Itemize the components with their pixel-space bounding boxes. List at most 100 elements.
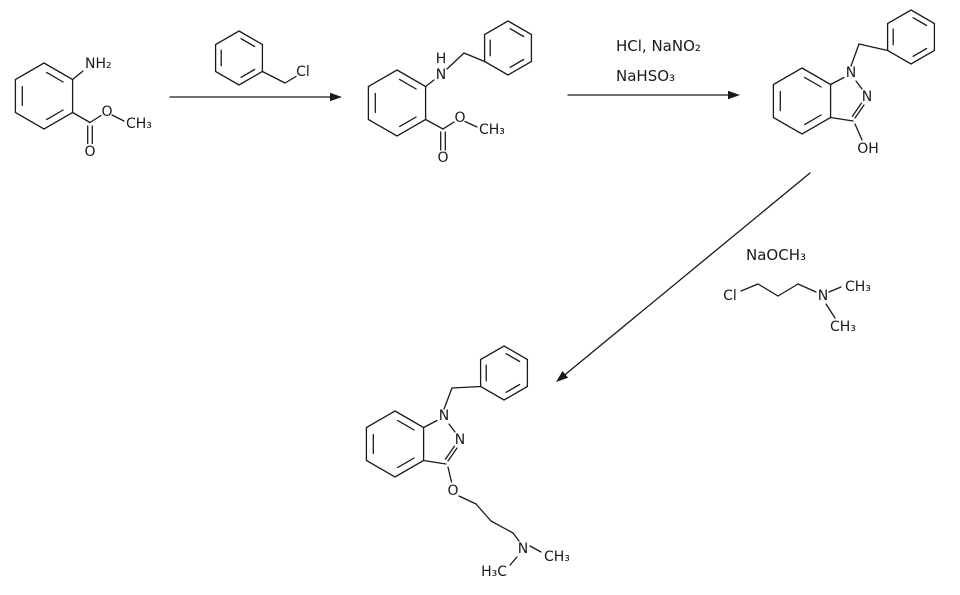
atom-label-n2: N	[862, 89, 872, 105]
benzene-ring-outline	[886, 9, 936, 65]
bond	[463, 52, 486, 63]
benzene-ring	[772, 67, 832, 135]
atom-label-n: N	[518, 541, 528, 557]
benzene-ring-outline	[479, 345, 529, 401]
atom-label-n: N	[436, 67, 446, 83]
atom-label-n1: N	[846, 65, 856, 81]
aromatic-double-bond	[240, 68, 256, 78]
structure-1-benzylindazol-3-ol: N N OH	[772, 9, 936, 157]
bond	[740, 283, 759, 292]
bond	[422, 459, 447, 465]
double-bond	[444, 445, 456, 460]
aromatic-double-bond	[505, 353, 521, 363]
step3-reagents: NaOCH₃ Cl N CH₃ CH₃	[723, 246, 871, 335]
arrowhead	[728, 90, 740, 100]
bond	[284, 75, 297, 84]
bond	[447, 466, 453, 483]
atom-label-o: O	[454, 110, 465, 126]
benzene-ring-outline	[772, 67, 832, 135]
bond	[828, 286, 842, 293]
atom-label-ch3: CH₃	[544, 549, 570, 565]
bond	[512, 532, 520, 542]
bond	[529, 545, 542, 553]
bond	[446, 52, 465, 70]
benzene-ring-outline	[367, 69, 427, 137]
reagent-text-nahso3: NaHSO₃	[616, 67, 675, 85]
bond	[424, 79, 435, 88]
atom-label-h: H	[436, 51, 447, 67]
bond	[71, 70, 84, 81]
benzene-ring	[14, 62, 74, 130]
reagent-text-hcl-nano2: HCl, NaNO₂	[616, 37, 701, 55]
atom-label-cl: Cl	[296, 64, 310, 80]
aromatic-double-bond	[396, 457, 415, 469]
reagent-text-naoch3: NaOCH₃	[746, 246, 806, 264]
bond	[89, 114, 102, 124]
benzene-ring-outline	[14, 62, 74, 130]
atom-label-cl: Cl	[723, 288, 737, 304]
benzene-ring	[367, 69, 427, 137]
structure-methyl-anthranilate: NH₂ O O CH₃	[14, 56, 152, 160]
bond	[777, 283, 799, 297]
benzene-ring	[479, 345, 529, 401]
atom-label-ch3: CH₃	[845, 279, 871, 295]
benzene-ring	[483, 20, 533, 76]
aromatic-double-bond	[509, 58, 525, 68]
bond	[464, 120, 478, 128]
atom-label-o: O	[447, 483, 458, 499]
bond	[424, 118, 444, 130]
benzene-ring	[365, 410, 425, 478]
bond	[451, 385, 482, 389]
bond	[71, 111, 91, 124]
benzene-ring	[886, 9, 936, 65]
benzene-ring-outline	[214, 30, 264, 86]
atom-label-n: N	[818, 288, 828, 304]
benzene-ring-outline	[365, 410, 425, 478]
bond	[509, 556, 518, 566]
aromatic-double-bond	[509, 28, 525, 38]
bond	[757, 283, 779, 297]
aromatic-double-bond	[398, 116, 417, 128]
atom-label-n2: N	[455, 432, 465, 448]
aromatic-double-bond	[45, 109, 64, 121]
atom-label-nh2: NH₂	[85, 56, 112, 72]
bond	[797, 283, 817, 293]
bond	[442, 121, 455, 130]
reaction-arrow-3	[556, 172, 811, 382]
aromatic-double-bond	[803, 114, 822, 126]
double-bond	[854, 104, 865, 119]
structure-benzydamine: N N O N CH₃ H₃C	[365, 345, 570, 580]
atom-label-ch3: CH₃	[126, 116, 152, 132]
bond	[448, 423, 456, 433]
aromatic-double-bond	[505, 383, 521, 393]
bond	[490, 520, 514, 534]
bond	[829, 116, 854, 122]
bond	[443, 387, 453, 410]
bond	[850, 43, 860, 67]
bond	[422, 419, 438, 429]
benzene-ring	[214, 30, 264, 86]
aromatic-double-bond	[45, 71, 64, 83]
bond	[825, 303, 836, 319]
bond	[854, 123, 863, 141]
aromatic-double-bond	[240, 38, 256, 48]
double-bond	[447, 447, 458, 462]
atom-label-o: O	[101, 104, 112, 120]
atom-label-o: O	[84, 144, 95, 160]
aromatic-double-bond	[398, 78, 417, 90]
bond	[475, 503, 492, 522]
atom-label-n1: N	[439, 408, 449, 424]
aromatic-double-bond	[396, 419, 415, 431]
arrowhead	[330, 92, 342, 102]
double-bond	[851, 102, 863, 117]
benzene-ring-outline	[483, 20, 533, 76]
atom-label-ch3: CH₃	[479, 122, 505, 138]
bond	[458, 495, 477, 505]
arrowhead	[556, 371, 569, 382]
arrow-line	[563, 172, 811, 377]
aromatic-double-bond	[803, 76, 822, 88]
atom-label-oh: OH	[857, 141, 879, 157]
reaction-arrow-2: HCl, NaNO₂ NaHSO₃	[567, 37, 740, 100]
